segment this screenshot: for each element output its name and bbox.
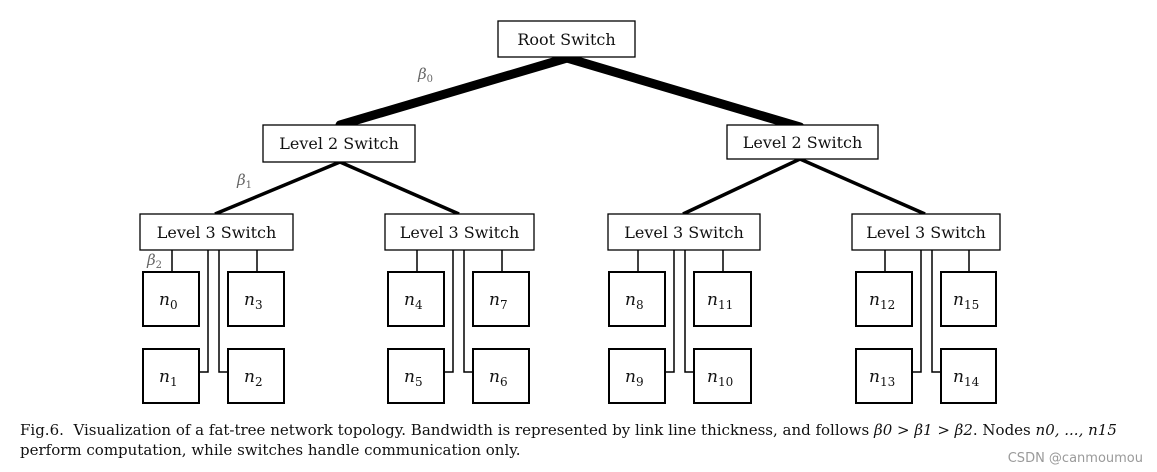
beta0-label: β0 (417, 65, 433, 85)
caption-nodes-range: n0, ..., n15 (1035, 421, 1117, 439)
level2-switch-left-label: Level 2 Switch (279, 134, 399, 153)
beta1-label: β1 (236, 171, 252, 191)
caption-relation: β0 > β1 > β2 (874, 421, 973, 439)
level2-switch-left: Level 2 Switch (262, 124, 416, 163)
level3-switch-3: Level 3 Switch (607, 213, 761, 251)
node-label-n1: n1 (159, 367, 178, 389)
watermark: CSDN @canmoumou (1007, 451, 1143, 466)
caption-prefix: Fig.6. (20, 421, 64, 439)
node-label-n13: n13 (869, 367, 895, 389)
beta2-label: β2 (146, 251, 162, 271)
level3-switch-4: Level 3 Switch (851, 213, 1001, 251)
level3-switch-2: Level 3 Switch (384, 213, 535, 251)
compute-nodes (142, 271, 997, 404)
node-label-n7: n7 (489, 290, 508, 312)
node-label-n2: n2 (244, 367, 263, 389)
level3-switch-2-label: Level 3 Switch (400, 223, 520, 242)
node-labels: n0 n3 n1 n2 n4 n7 n5 n6 n8 n11 n9 n10 n1… (159, 290, 980, 389)
node-label-n10: n10 (707, 367, 733, 389)
root-links (335, 53, 805, 132)
level3-switch-4-label: Level 3 Switch (866, 223, 986, 242)
node-label-n11: n11 (707, 290, 733, 312)
node-label-n12: n12 (869, 290, 895, 312)
level2-switch-right: Level 2 Switch (726, 124, 879, 160)
node-label-n5: n5 (404, 367, 423, 389)
caption-text-1: Visualization of a fat-tree network topo… (73, 421, 870, 439)
node-label-n8: n8 (625, 290, 644, 312)
node-label-n15: n15 (953, 290, 979, 312)
level2-switch-right-label: Level 2 Switch (743, 133, 863, 152)
node-label-n3: n3 (244, 290, 263, 312)
level3-switch-3-label: Level 3 Switch (624, 223, 744, 242)
level2-links (214, 157, 926, 216)
level3-switch-1: Level 3 Switch (139, 213, 294, 251)
root-switch-label: Root Switch (517, 30, 615, 49)
root-switch: Root Switch (497, 20, 636, 58)
level3-links (171, 250, 970, 373)
node-label-n14: n14 (953, 367, 980, 389)
node-label-n9: n9 (625, 367, 644, 389)
caption-text-3: perform computation, while switches hand… (20, 441, 521, 459)
node-label-n4: n4 (404, 290, 423, 312)
level3-switch-1-label: Level 3 Switch (157, 223, 277, 242)
figure-caption: Fig.6. Visualization of a fat-tree netwo… (20, 420, 1140, 460)
node-label-n0: n0 (159, 290, 178, 312)
caption-text-2: . Nodes (972, 421, 1031, 439)
fat-tree-diagram: Root Switch Level 2 Switch Level 2 Switc… (139, 20, 1001, 404)
node-label-n6: n6 (489, 367, 508, 389)
